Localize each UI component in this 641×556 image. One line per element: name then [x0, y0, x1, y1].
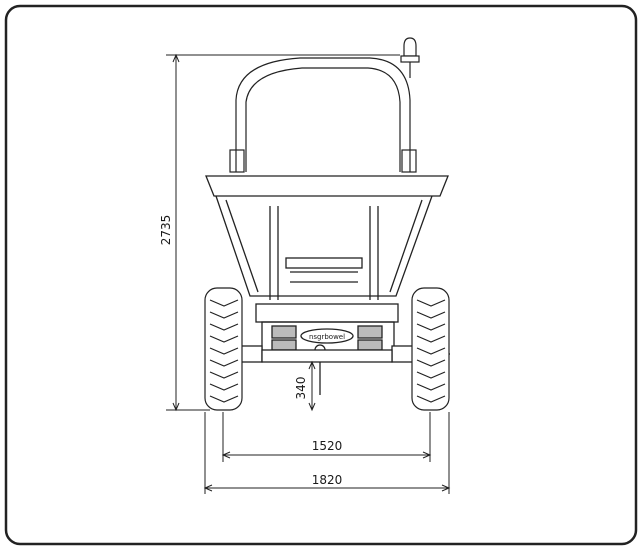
clearance-dimension [308, 360, 316, 412]
clearance-label: 340 [294, 377, 308, 400]
overall-width-label: 1820 [312, 473, 343, 487]
track-width-dimension [221, 412, 432, 462]
height-label: 2735 [159, 215, 173, 246]
outer-border [4, 4, 638, 546]
left-wheel [204, 287, 243, 411]
right-wheel [411, 287, 450, 411]
dump-skip [205, 175, 449, 300]
roll-bar [229, 57, 417, 173]
brand-logo: nsgrbowel [309, 333, 345, 341]
overall-width-dimension [203, 412, 451, 494]
track-width-label: 1520 [312, 439, 343, 453]
front-chassis [255, 303, 399, 395]
warning-beacon-icon [400, 37, 420, 78]
height-dimension [166, 53, 400, 412]
